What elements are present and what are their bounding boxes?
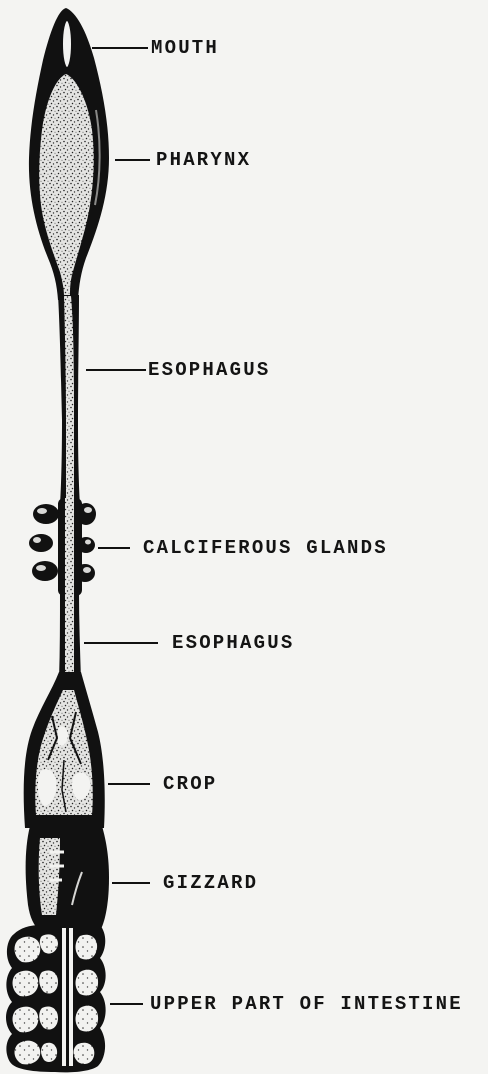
gland-lobe: [32, 561, 58, 581]
pharynx-drawing: [29, 8, 109, 300]
label-upper-part-of-intestine: UPPER PART OF INTESTINE: [150, 994, 463, 1014]
mouth-opening: [62, 20, 72, 68]
gland-lobe-highlight: [37, 508, 47, 514]
label-esophagus-lower: ESOPHAGUS: [172, 633, 294, 653]
gizzard-drawing: [26, 826, 109, 931]
label-pharynx: PHARYNX: [156, 150, 251, 170]
calciferous-glands-drawing: [29, 498, 96, 596]
gland-lobe-highlight: [85, 540, 91, 545]
gland-lobe-highlight: [36, 565, 46, 571]
label-gizzard: GIZZARD: [163, 873, 258, 893]
gizzard-light-band: [39, 838, 60, 915]
gland-lobe: [75, 564, 95, 582]
crop-drawing: [24, 672, 105, 828]
gland-lobe: [29, 534, 53, 552]
intestine-drawing: [6, 925, 106, 1072]
gland-lobe-highlight: [33, 537, 41, 543]
label-mouth: MOUTH: [151, 38, 219, 58]
gland-lobe: [33, 504, 59, 524]
gland-lobe-highlight: [84, 507, 92, 513]
intestine-lobe: [76, 935, 98, 960]
gland-lobe-highlight: [83, 567, 91, 573]
gland-lobe: [77, 537, 95, 553]
intestine-lobe: [76, 970, 99, 996]
gizzard-wall: [26, 826, 109, 931]
label-crop: CROP: [163, 774, 217, 794]
intestine-lobe: [76, 1006, 99, 1032]
label-esophagus-upper: ESOPHAGUS: [148, 360, 270, 380]
esophagus-upper-drawing: [58, 295, 80, 505]
gland-region-lumen: [65, 498, 74, 596]
label-calciferous-glands: CALCIFEROUS GLANDS: [143, 538, 388, 558]
pharynx-lumen: [39, 74, 94, 296]
gland-lobe: [76, 503, 96, 525]
